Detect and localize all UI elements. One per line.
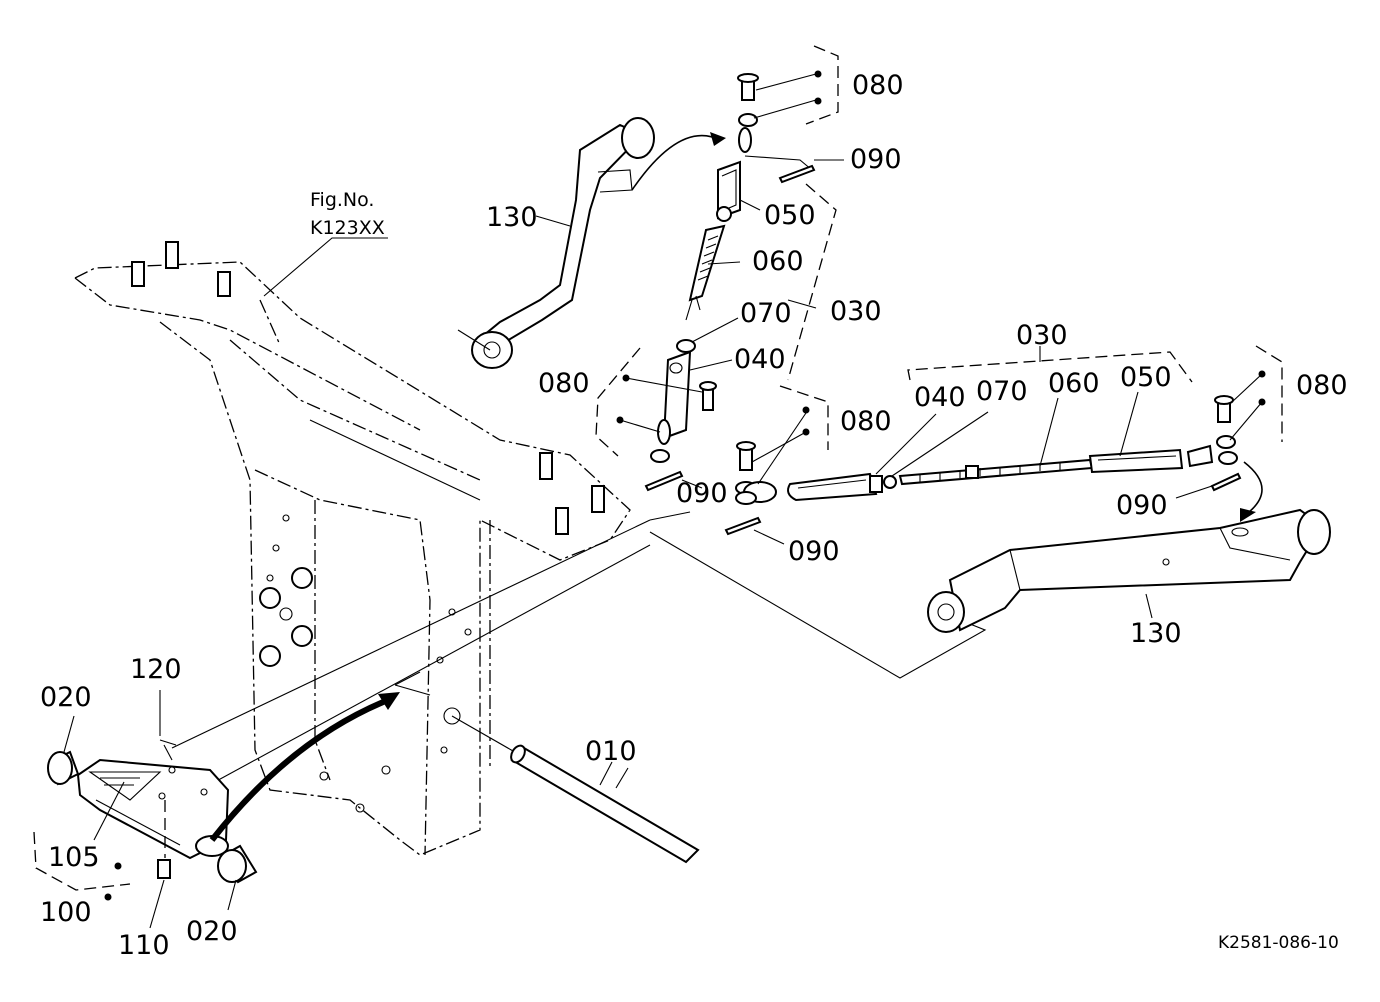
leader-lines xyxy=(63,73,1263,929)
lift-rod-030-vertical xyxy=(644,73,816,492)
callout-090-right: 090 xyxy=(1116,490,1168,521)
callout-050-upper: 050 xyxy=(764,200,816,231)
callout-090-left: 090 xyxy=(676,478,728,509)
lift-arm-130-lower xyxy=(927,508,1331,633)
fig-ref-title: Fig.No. xyxy=(310,189,374,211)
callout-010: 010 xyxy=(585,736,637,767)
callout-080-middle: 080 xyxy=(840,406,892,437)
bracket-100 xyxy=(76,739,230,879)
callout-105: 105 xyxy=(48,842,100,873)
callout-100: 100 xyxy=(40,897,92,928)
callout-030-right: 030 xyxy=(1016,320,1068,351)
axis-lines xyxy=(171,511,987,791)
lift-arm-130-upper xyxy=(457,117,655,369)
reference-dots xyxy=(104,70,1266,901)
callout-020-left: 020 xyxy=(40,682,92,713)
callout-080-left: 080 xyxy=(538,368,590,399)
callout-050-right: 050 xyxy=(1120,362,1172,393)
pin-010 xyxy=(510,744,700,864)
callout-080-right: 080 xyxy=(1296,370,1348,401)
callout-070-right: 070 xyxy=(976,376,1028,407)
callout-130-lower: 130 xyxy=(1130,618,1182,649)
frame-studs xyxy=(131,241,605,535)
frame-holes xyxy=(259,514,472,813)
callout-070-upper: 070 xyxy=(740,298,792,329)
callout-130-upper: 130 xyxy=(486,202,538,233)
group-brackets xyxy=(33,45,1283,891)
callout-040-upper: 040 xyxy=(734,344,786,375)
callout-030-upper: 030 xyxy=(830,296,882,327)
callout-080-top: 080 xyxy=(852,70,904,101)
callout-020-right: 020 xyxy=(186,916,238,947)
callout-110: 110 xyxy=(118,930,170,961)
lift-rod-030-horizontal xyxy=(724,395,1242,536)
callout-120: 120 xyxy=(130,654,182,685)
fig-ref-number: K123XX xyxy=(310,217,385,239)
bushing-020-left xyxy=(47,750,80,786)
swing-arrow-lower xyxy=(1243,461,1263,517)
callout-090-middle: 090 xyxy=(788,536,840,567)
bushing-020-right xyxy=(217,844,258,884)
drawing-code: K2581-086-10 xyxy=(1218,933,1339,953)
callout-060-right: 060 xyxy=(1048,368,1100,399)
callout-060-upper: 060 xyxy=(752,246,804,277)
callout-040-right: 040 xyxy=(914,382,966,413)
callout-090-top: 090 xyxy=(850,144,902,175)
assembly-arrow xyxy=(209,692,400,842)
